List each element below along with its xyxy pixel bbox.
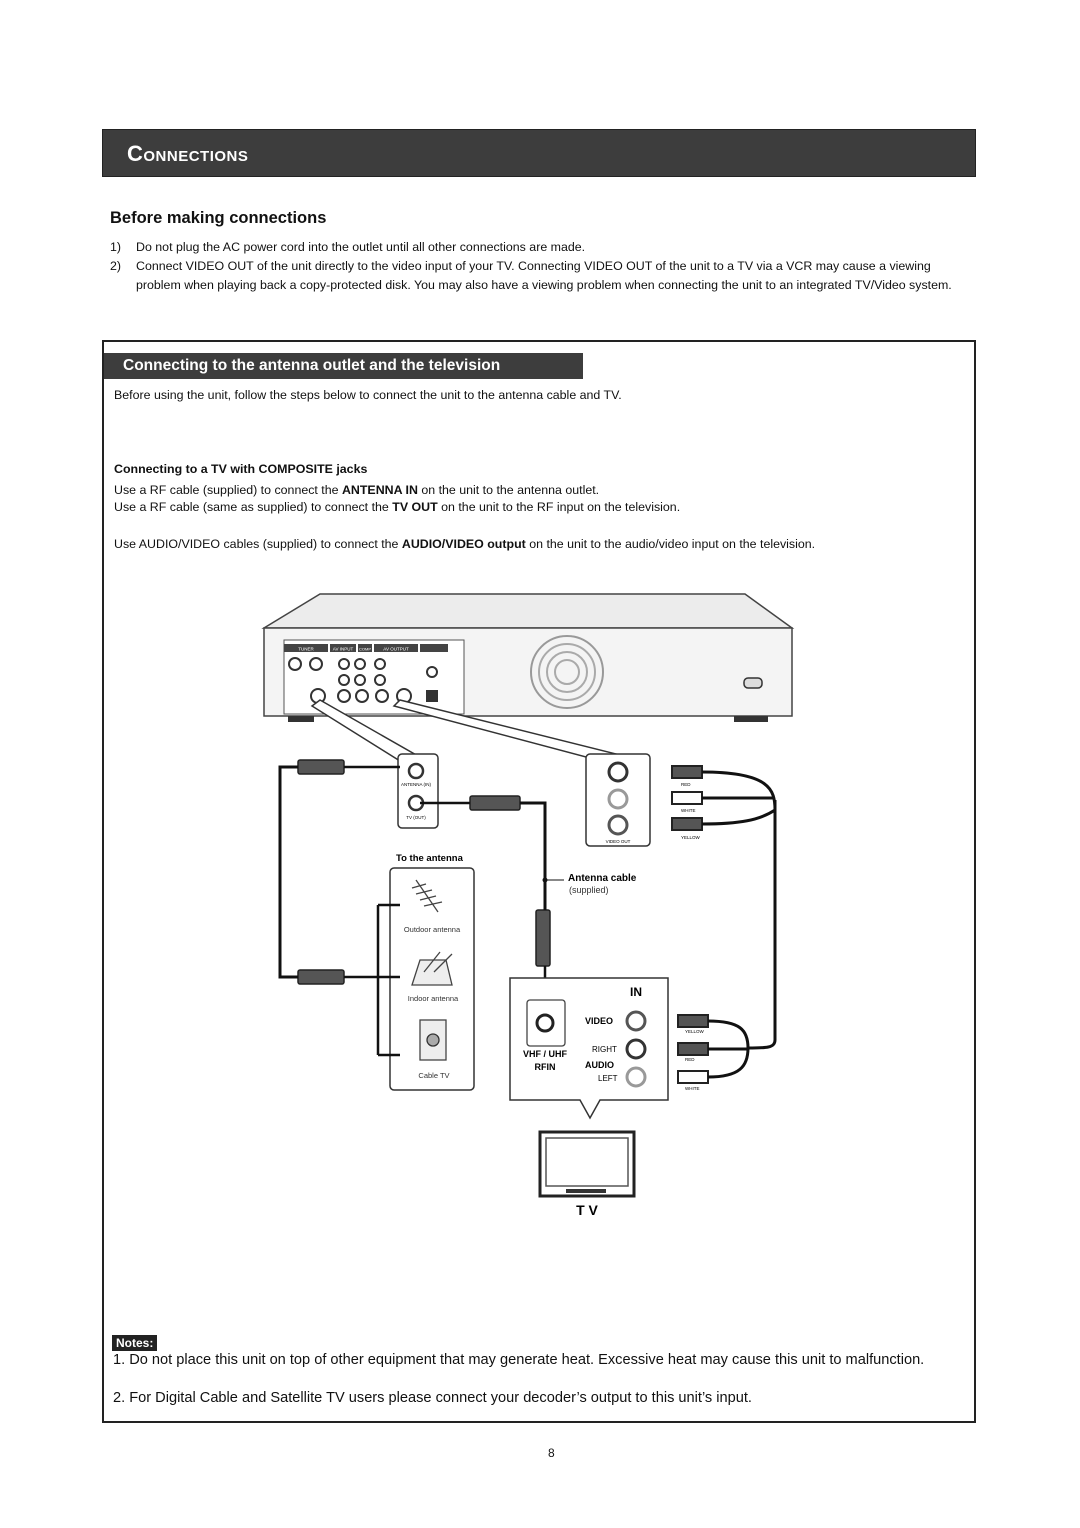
list-item: 2) Connect VIDEO OUT of the unit directl… (110, 257, 980, 317)
svg-text:VHF / UHF: VHF / UHF (523, 1049, 568, 1059)
svg-text:TUNER: TUNER (298, 647, 314, 652)
instruction-line-3: Use AUDIO/VIDEO cables (supplied) to con… (114, 537, 816, 551)
svg-text:Outdoor antenna: Outdoor antenna (404, 925, 461, 934)
item-number: 2) (110, 259, 122, 273)
svg-text:(supplied): (supplied) (569, 885, 609, 895)
svg-text:RFIN: RFIN (535, 1062, 556, 1072)
list-item: 1) Do not plug the AC power cord into th… (110, 238, 980, 257)
svg-text:ANTENNA (IN): ANTENNA (IN) (401, 782, 432, 787)
intro-text: Before using the unit, follow the steps … (114, 388, 622, 402)
svg-text:WHITE: WHITE (681, 808, 696, 813)
svg-text:WHITE: WHITE (685, 1086, 700, 1091)
instruction-frame (102, 340, 976, 1423)
svg-text:AUDIO: AUDIO (585, 1060, 614, 1070)
instruction-line-2: Use a RF cable (same as supplied) to con… (114, 500, 681, 514)
page-number: 8 (548, 1446, 555, 1460)
subsection-title-bar: Connecting to the antenna outlet and the… (104, 353, 583, 379)
svg-text:TV (OUT): TV (OUT) (406, 815, 426, 820)
svg-text:RIGHT: RIGHT (592, 1045, 617, 1054)
instruction-line-1: Use a RF cable (supplied) to connect the… (114, 483, 600, 497)
item-number: 1) (110, 240, 122, 254)
composite-heading: Connecting to a TV with COMPOSITE jacks (114, 462, 368, 476)
svg-text:VIDEO OUT: VIDEO OUT (606, 839, 631, 844)
note-item: 2. For Digital Cable and Satellite TV us… (113, 1390, 752, 1406)
notes-tag: Notes: (112, 1335, 158, 1351)
connection-diagram: TUNER AV INPUT COMP AV OUTPUT ANTENNA (I… (261, 593, 795, 1218)
note-item: 1. Do not place this unit on top of othe… (113, 1352, 925, 1368)
item-text: Connect VIDEO OUT of the unit directly t… (136, 259, 952, 292)
before-heading: Before making connections (110, 209, 327, 227)
svg-text:YELLOW: YELLOW (685, 1029, 705, 1034)
section-title-bar: Connections (102, 129, 976, 177)
svg-text:To the antenna: To the antenna (396, 853, 464, 864)
svg-text:RED: RED (685, 1057, 695, 1062)
svg-text:Indoor antenna: Indoor antenna (408, 994, 459, 1003)
svg-text:VIDEO: VIDEO (585, 1016, 613, 1026)
svg-text:Cable TV: Cable TV (418, 1071, 449, 1080)
subsection-title: Connecting to the antenna outlet and the… (123, 357, 501, 374)
svg-text:AV OUTPUT: AV OUTPUT (383, 647, 409, 652)
svg-text:T V: T V (576, 1202, 598, 1218)
svg-text:RED: RED (681, 782, 691, 787)
item-text: Do not plug the AC power cord into the o… (136, 240, 586, 254)
svg-text:AV INPUT: AV INPUT (333, 647, 354, 652)
unit-back-panel: TUNER AV INPUT COMP AV OUTPUT (261, 593, 795, 722)
svg-text:COMP: COMP (359, 647, 371, 652)
svg-text:IN: IN (630, 985, 642, 999)
svg-text:LEFT: LEFT (598, 1074, 618, 1083)
svg-text:Antenna cable: Antenna cable (568, 873, 637, 884)
page-title: Connections (127, 141, 249, 166)
svg-text:YELLOW: YELLOW (681, 835, 701, 840)
